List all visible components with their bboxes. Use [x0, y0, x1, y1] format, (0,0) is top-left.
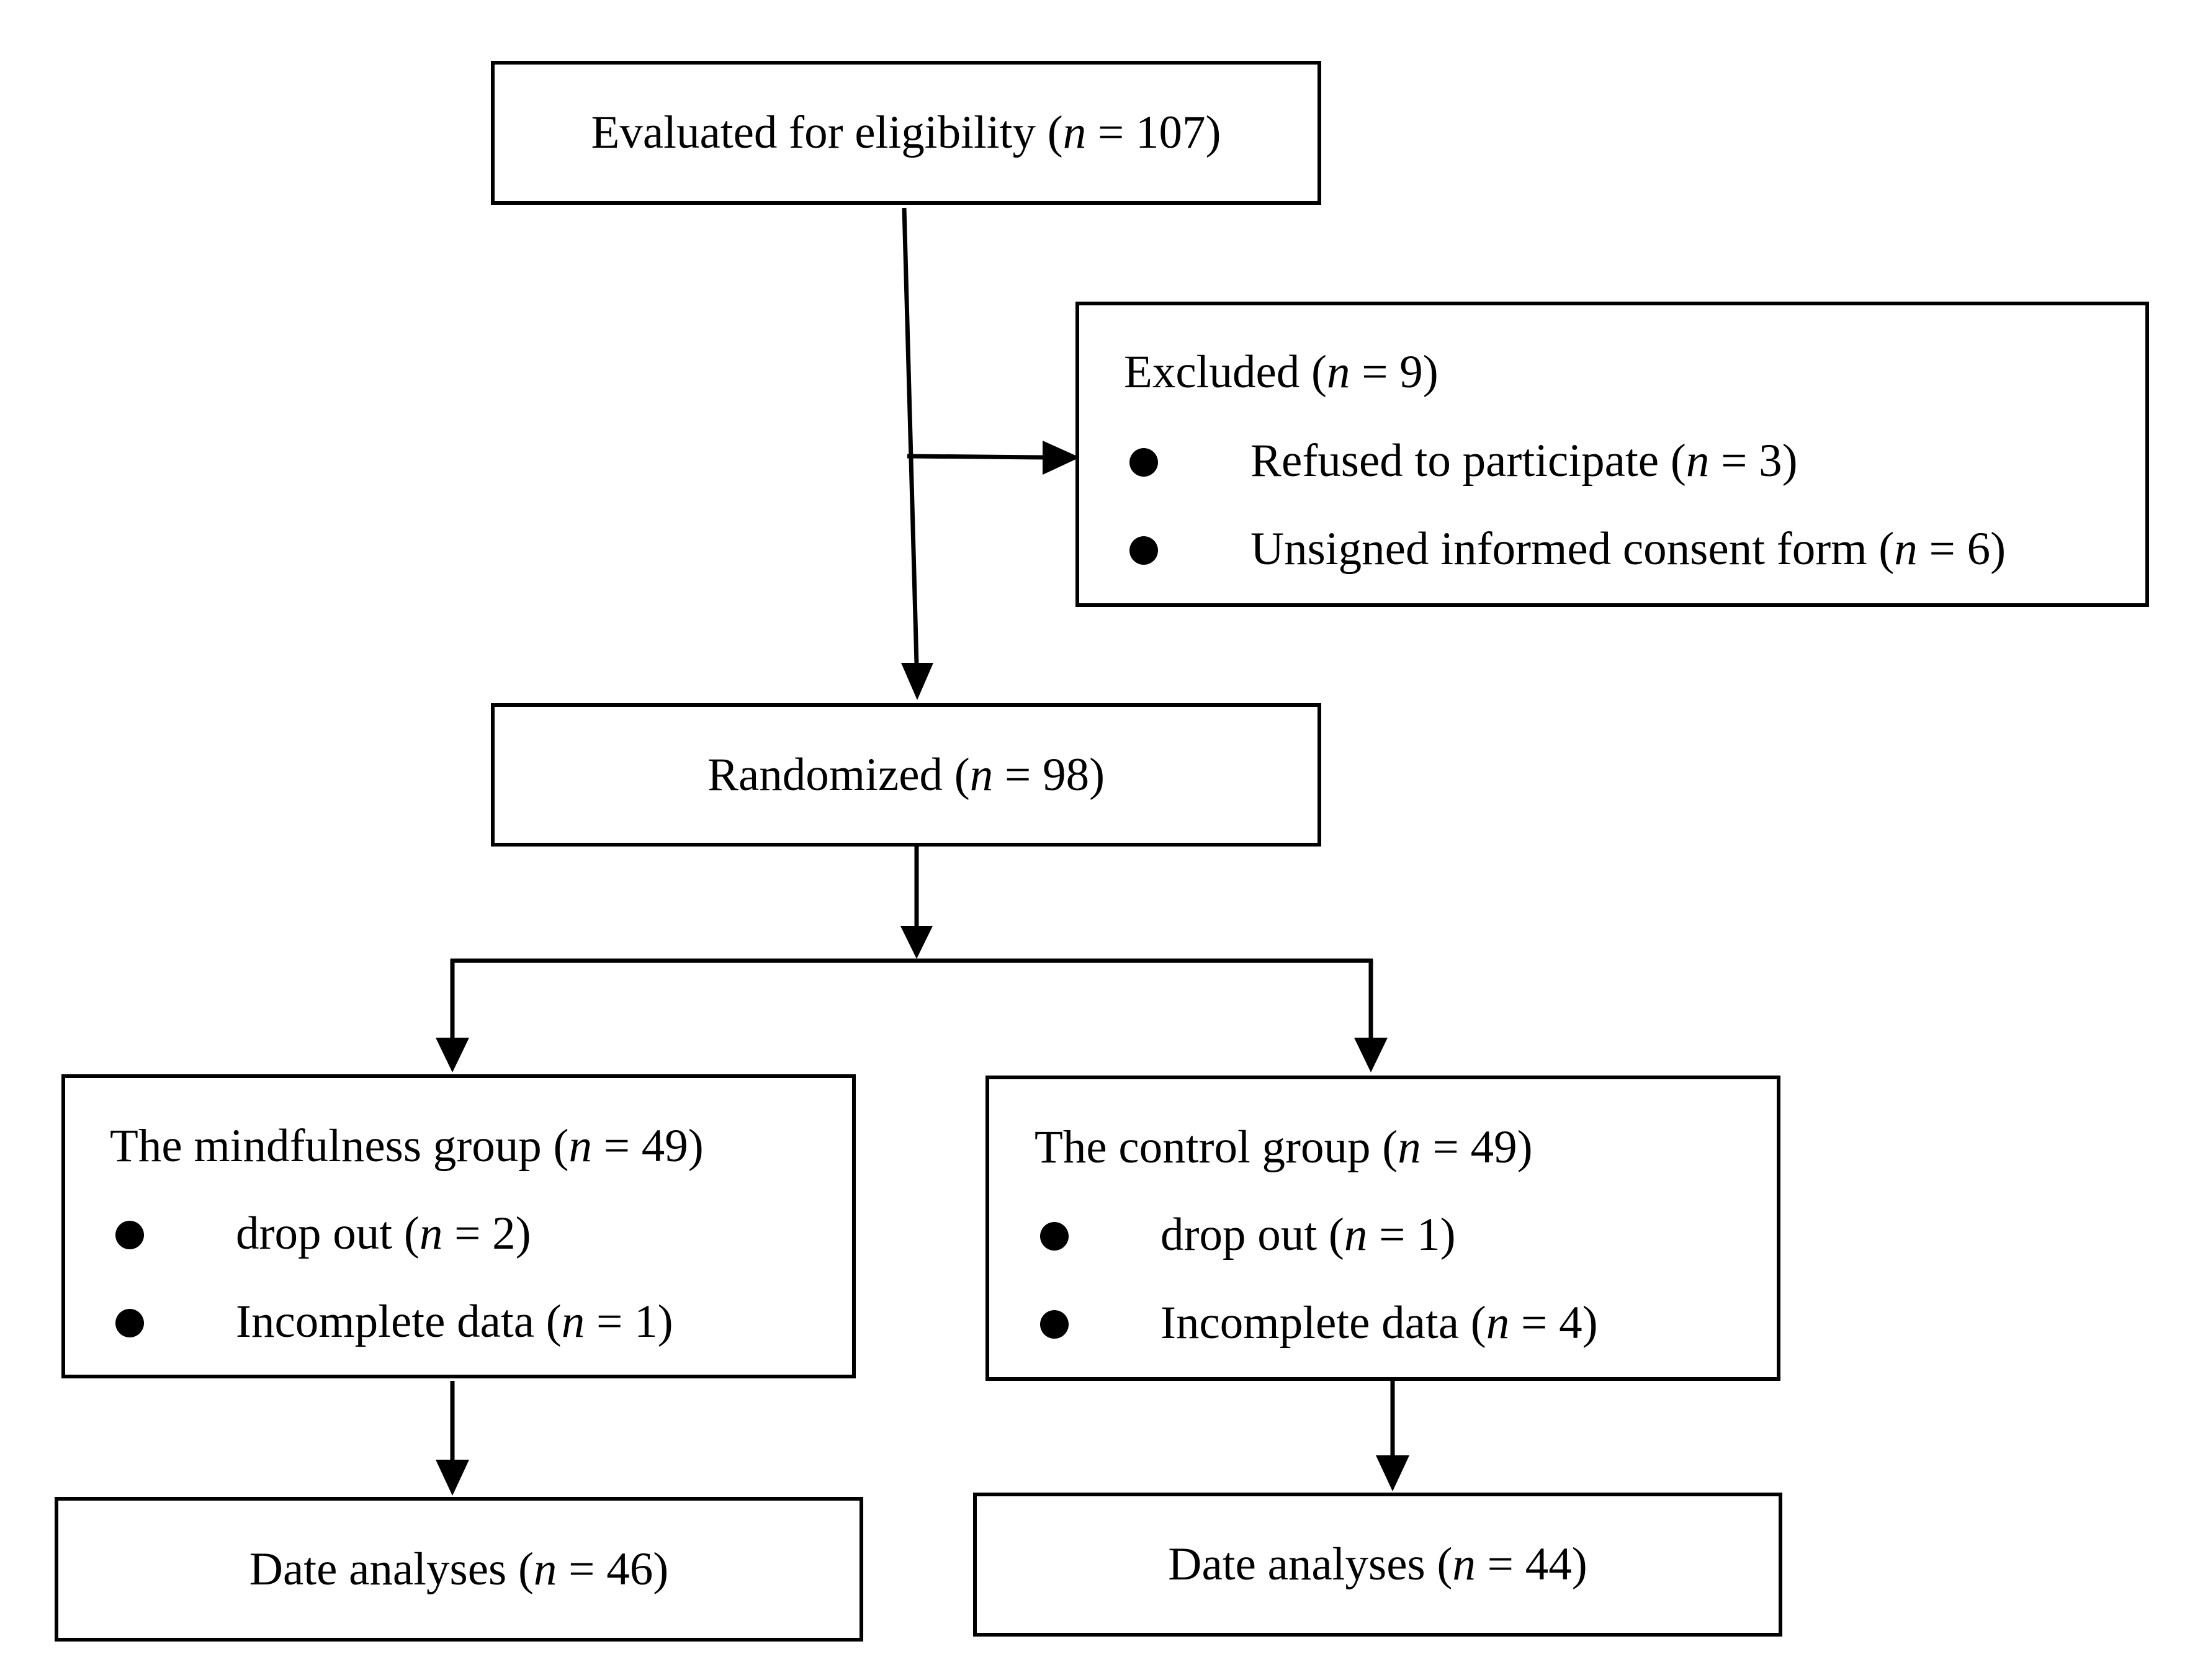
mindfulness-analyses-n-symbol: n — [533, 1543, 557, 1595]
control-analyses-value: 44 — [1525, 1539, 1572, 1590]
evaluated-text: Evaluated for eligibility — [591, 107, 1036, 158]
mindfulness-dropout-equals: = — [442, 1208, 493, 1259]
control-analyses-text: Date analyses — [1168, 1539, 1425, 1590]
mindfulness-heading: The mindfulness group (n = 49) — [110, 1120, 704, 1172]
control-item-incomplete: Incomplete data (n = 4) — [1160, 1297, 1598, 1349]
control-analyses-equals: = — [1475, 1539, 1525, 1590]
excluded-n-symbol: n — [1326, 346, 1350, 398]
mindfulness-analyses-value: 46 — [606, 1543, 653, 1595]
arrowhead-mindfulness — [436, 1038, 469, 1072]
evaluated-value: 107 — [1136, 107, 1206, 158]
control-item-dropout: drop out (n = 1) — [1160, 1209, 1456, 1260]
arrowhead-split — [900, 926, 933, 959]
control-text: The control group — [1035, 1121, 1371, 1173]
control-dropout-value: 1 — [1417, 1209, 1440, 1260]
unsigned-equals: = — [1917, 523, 1967, 575]
control-value: 49 — [1470, 1121, 1517, 1173]
mindfulness-incomplete-text: Incomplete data — [236, 1296, 535, 1347]
control-dropout-text: drop out — [1160, 1209, 1317, 1260]
refused-text: Refused to participate — [1250, 435, 1659, 487]
mindfulness-analyses-equals: = — [557, 1543, 607, 1595]
excluded-box: Excluded (n = 9) Refused to participate … — [1075, 302, 2149, 607]
mindfulness-incomplete-equals: = — [585, 1296, 635, 1347]
bullet-mindfulness-dropout — [115, 1221, 144, 1249]
randomized-equals: = — [993, 748, 1043, 801]
control-heading: The control group (n = 49) — [1035, 1121, 1533, 1173]
arrowhead-randomized — [901, 663, 933, 700]
bullet-refused — [1129, 448, 1158, 477]
control-analyses-box: Date analyses (n = 44) — [973, 1493, 1782, 1637]
refused-value: 3 — [1759, 435, 1782, 487]
mindfulness-item-incomplete: Incomplete data (n = 1) — [236, 1296, 673, 1347]
mindfulness-dropout-n-symbol: n — [419, 1208, 443, 1259]
mindfulness-analyses-text: Date analyses — [249, 1543, 507, 1595]
arrowhead-control-analyses — [1376, 1455, 1409, 1491]
evaluated-equals: = — [1086, 107, 1136, 158]
bullet-control-dropout — [1040, 1222, 1069, 1251]
mindfulness-item-dropout: drop out (n = 2) — [236, 1208, 531, 1259]
excluded-item-unsigned: Unsigned informed consent form (n = 6) — [1250, 523, 2006, 575]
excluded-value: 9 — [1399, 346, 1423, 398]
control-group-box: The control group (n = 49) drop out (n =… — [985, 1076, 1780, 1381]
randomized-box: Randomized (n = 98) — [491, 703, 1321, 847]
control-incomplete-n-symbol: n — [1486, 1297, 1510, 1349]
control-n-symbol: n — [1398, 1121, 1421, 1173]
arrowhead-control — [1354, 1038, 1388, 1072]
control-incomplete-equals: = — [1509, 1297, 1560, 1349]
bullet-control-incomplete — [1040, 1310, 1069, 1339]
excluded-item-refused: Refused to participate (n = 3) — [1250, 435, 1798, 487]
excluded-heading: Excluded (n = 9) — [1124, 346, 1439, 398]
randomized-value: 98 — [1043, 748, 1090, 801]
refused-equals: = — [1709, 435, 1759, 487]
mindfulness-analyses-box: Date analyses (n = 46) — [55, 1497, 863, 1642]
control-dropout-equals: = — [1367, 1209, 1417, 1260]
connector-evaluated-to-randomized — [902, 207, 919, 665]
mindfulness-group-box: The mindfulness group (n = 49) drop out … — [61, 1074, 856, 1378]
mindfulness-dropout-value: 2 — [492, 1208, 516, 1259]
control-equals: = — [1421, 1121, 1471, 1173]
evaluated-n-symbol: n — [1062, 107, 1087, 158]
unsigned-value: 6 — [1967, 523, 1991, 575]
mindfulness-value: 49 — [641, 1120, 688, 1172]
control-analyses-label: Date analyses (n = 44) — [1168, 1539, 1587, 1590]
mindfulness-incomplete-value: 1 — [634, 1296, 658, 1347]
mindfulness-incomplete-n-symbol: n — [561, 1296, 585, 1347]
randomized-label: Randomized (n = 98) — [707, 748, 1105, 801]
randomized-text: Randomized — [707, 748, 943, 801]
control-analyses-n-symbol: n — [1452, 1539, 1476, 1590]
bullet-mindfulness-incomplete — [115, 1309, 144, 1337]
connector-to-excluded — [907, 454, 1046, 460]
control-dropout-n-symbol: n — [1344, 1209, 1368, 1260]
evaluated-box: Evaluated for eligibility (n = 107) — [491, 61, 1321, 205]
control-incomplete-text: Incomplete data — [1160, 1297, 1460, 1349]
control-incomplete-value: 4 — [1559, 1297, 1582, 1349]
evaluated-label: Evaluated for eligibility (n = 107) — [591, 107, 1221, 158]
mindfulness-analyses-label: Date analyses (n = 46) — [249, 1543, 669, 1595]
randomized-n-symbol: n — [969, 748, 994, 801]
mindfulness-equals: = — [591, 1120, 642, 1172]
mindfulness-dropout-text: drop out — [236, 1208, 393, 1259]
mindfulness-n-symbol: n — [568, 1120, 592, 1172]
bullet-unsigned — [1129, 536, 1158, 565]
unsigned-text: Unsigned informed consent form — [1250, 523, 1867, 575]
excluded-text: Excluded — [1124, 346, 1300, 398]
unsigned-n-symbol: n — [1894, 523, 1918, 575]
arrowhead-excluded — [1043, 441, 1080, 475]
arrowhead-mindfulness-analyses — [436, 1460, 469, 1496]
excluded-equals: = — [1350, 346, 1400, 398]
refused-n-symbol: n — [1686, 435, 1710, 487]
mindfulness-text: The mindfulness group — [110, 1120, 542, 1172]
